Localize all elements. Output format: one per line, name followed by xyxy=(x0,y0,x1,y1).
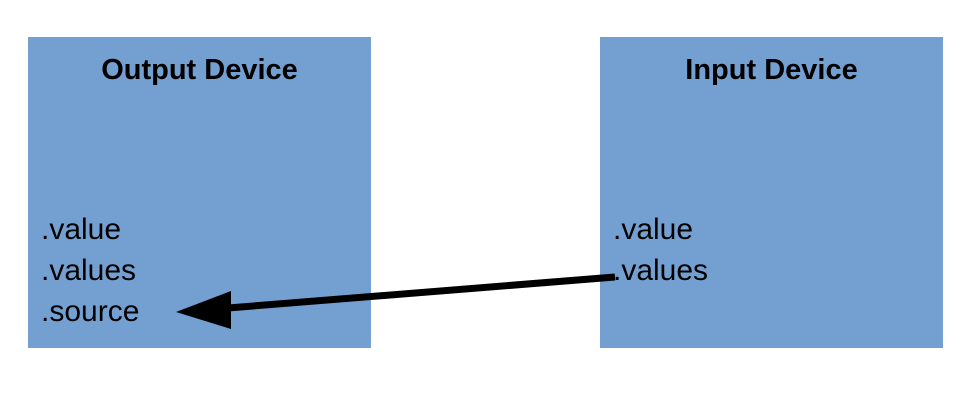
attribute-values: .values xyxy=(41,254,137,287)
attribute-values: .values xyxy=(613,254,709,287)
input-device-box[interactable]: Input Device .value .values xyxy=(600,37,943,348)
attribute-source: .source xyxy=(41,295,140,328)
attribute-value: .value xyxy=(613,213,694,246)
attribute-value: .value xyxy=(41,213,122,246)
output-device-attribute-list: .value .values .source xyxy=(41,209,139,332)
input-device-attribute-list: .value .values xyxy=(613,209,708,291)
input-device-title: Input Device xyxy=(685,54,858,86)
output-device-box[interactable]: Output Device .value .values .source xyxy=(28,37,371,348)
output-device-title: Output Device xyxy=(101,54,298,86)
